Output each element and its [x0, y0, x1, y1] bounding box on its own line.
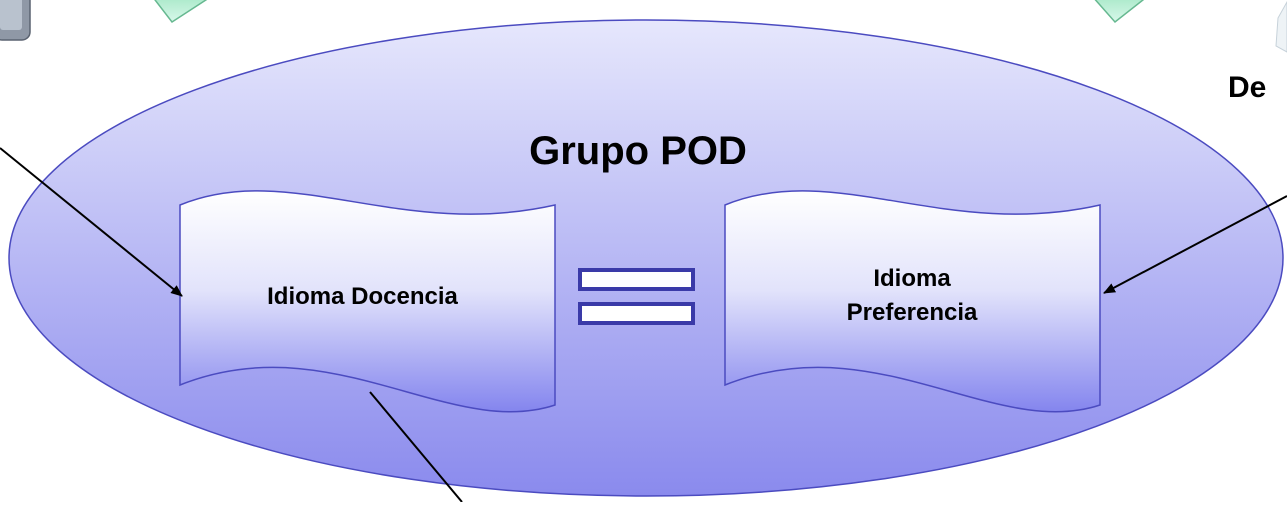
right-callout-bubble — [1094, 0, 1145, 24]
right-document-label-line2: Preferencia — [846, 299, 978, 326]
left-document-label: Idioma Docencia — [267, 283, 458, 310]
left-arrow — [0, 147, 183, 297]
bottom-connector-line — [369, 391, 463, 503]
right-document-label-line1: Idioma — [873, 265, 951, 292]
group-title: Grupo POD — [529, 129, 747, 173]
right-document-shape — [724, 190, 1101, 413]
right-arrow — [1103, 195, 1287, 294]
left-callout-bubble — [154, 0, 208, 24]
top-right-image-fragment — [1275, 0, 1287, 53]
left-document-shape — [179, 190, 556, 413]
equals-sign-icon — [578, 268, 695, 325]
corner-label: De — [1228, 71, 1267, 104]
top-left-image-fragment — [0, 0, 31, 41]
right-document-label: Idioma Preferencia — [742, 262, 1082, 330]
